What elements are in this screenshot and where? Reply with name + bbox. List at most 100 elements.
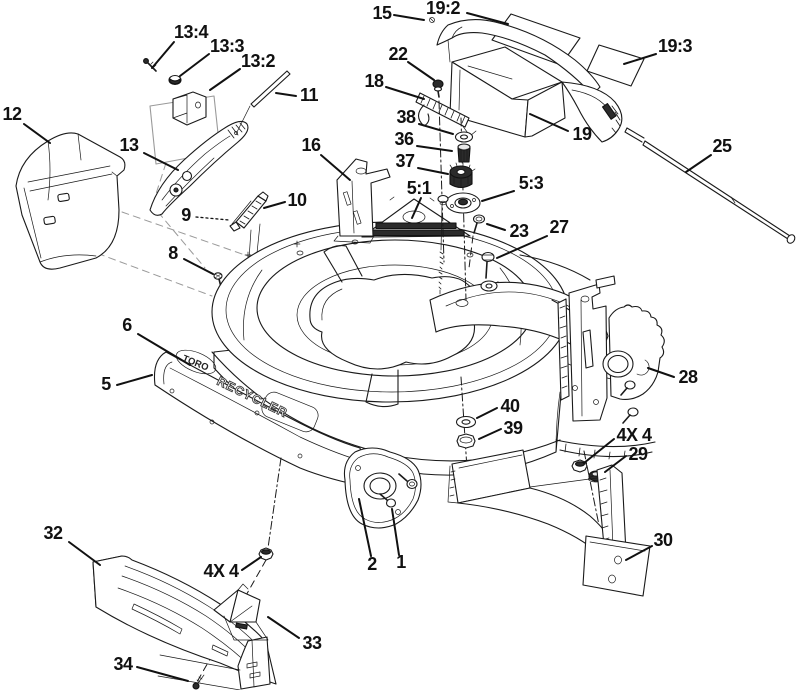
callout-40: 40 xyxy=(500,396,520,416)
leader-line-33 xyxy=(267,616,300,639)
callout-37: 37 xyxy=(395,151,415,171)
callout-33: 33 xyxy=(302,633,322,653)
leader-line-13-2 xyxy=(209,68,241,91)
leader-line-11 xyxy=(275,92,297,97)
part-plate-2 xyxy=(343,447,422,529)
callout-8: 8 xyxy=(168,243,178,263)
callout-13-4: 13:4 xyxy=(174,22,209,42)
part-wear-strip-32 xyxy=(92,555,277,690)
callout-18: 18 xyxy=(364,71,384,91)
bolt-1b xyxy=(379,493,397,508)
callout-39: 39 xyxy=(503,418,523,438)
leader-line-6 xyxy=(137,333,191,366)
callout-13-3: 13:3 xyxy=(210,36,245,56)
leader-line-19 xyxy=(529,113,569,132)
decal-19-3 xyxy=(586,44,645,87)
callout-4x4-right: 4X 4 xyxy=(616,425,652,445)
bolt-28a xyxy=(620,380,636,396)
part-baffle-9-10 xyxy=(213,191,269,288)
leader-line-16 xyxy=(320,154,351,181)
nut-4x4-left-group xyxy=(196,457,282,683)
callout-22: 22 xyxy=(388,44,408,64)
callout-28: 28 xyxy=(678,367,698,387)
leader-line-37 xyxy=(417,167,449,175)
leader-line-5-1 xyxy=(411,197,422,219)
part-side-cover-12 xyxy=(15,132,126,270)
leader-line-9 xyxy=(195,216,230,221)
part-bracket-16 xyxy=(333,158,391,244)
leader-line-39 xyxy=(478,428,502,440)
bolt-long xyxy=(437,194,449,295)
leader-line-40 xyxy=(476,407,498,419)
leader-line-4x4-left xyxy=(241,556,262,571)
leader-line-1 xyxy=(391,508,400,556)
leader-line-30 xyxy=(625,545,653,561)
leader-line-27 xyxy=(496,235,548,259)
callout-5: 5 xyxy=(101,374,111,394)
part-deflector-33 xyxy=(192,583,269,690)
coupler-36 xyxy=(457,143,471,163)
callout-19-3: 19:3 xyxy=(658,36,693,56)
leader-line-19-3 xyxy=(623,53,657,65)
leader-line-32 xyxy=(68,541,101,566)
callout-4x4-left: 4X 4 xyxy=(203,561,239,581)
nut-39 xyxy=(456,433,476,449)
callout-15: 15 xyxy=(372,3,392,23)
bolt-23 xyxy=(468,214,486,269)
gear-37 xyxy=(449,162,476,189)
callout-16: 16 xyxy=(301,135,321,155)
leader-line-22 xyxy=(407,61,435,81)
callout-25: 25 xyxy=(712,136,732,156)
callout-29: 29 xyxy=(628,444,648,464)
callout-5-3: 5:3 xyxy=(519,173,544,193)
callout-12: 12 xyxy=(2,104,22,124)
leader-line-19-2 xyxy=(466,12,509,25)
leader-line-12 xyxy=(23,123,51,144)
part-rod-25 xyxy=(624,127,796,244)
leader-line-13 xyxy=(143,152,179,171)
callout-19-2: 19:2 xyxy=(426,0,461,18)
screw-13-4 xyxy=(143,58,149,64)
callout-5-1: 5:1 xyxy=(407,178,432,198)
leader-line-34 xyxy=(136,666,189,682)
washer-40-nut-39 xyxy=(455,376,477,485)
callout-10: 10 xyxy=(287,190,307,210)
callout-13: 13 xyxy=(119,135,139,155)
callout-6: 6 xyxy=(122,315,132,335)
bolt-27 xyxy=(455,251,498,307)
bolt-1a xyxy=(398,473,418,490)
part-rod-11 xyxy=(250,70,291,108)
leader-line-13-3 xyxy=(179,53,210,77)
leader-line-18 xyxy=(385,86,425,100)
callout-1: 1 xyxy=(396,552,406,572)
hardware-stack xyxy=(437,117,498,307)
screw-15 xyxy=(429,17,435,23)
leader-line-5 xyxy=(116,374,153,386)
callout-2: 2 xyxy=(367,554,377,574)
screw-34 xyxy=(192,674,205,690)
rod-9 xyxy=(231,200,252,225)
toro-oval-badge xyxy=(175,349,217,375)
part-lever-13-assembly xyxy=(143,58,251,216)
callout-13-2: 13:2 xyxy=(241,51,276,71)
callout-34: 34 xyxy=(113,654,133,674)
grommet-27 xyxy=(480,280,498,292)
callout-19: 19 xyxy=(572,124,592,144)
leader-line-4x4-right xyxy=(583,438,615,464)
leader-line-15 xyxy=(393,14,425,21)
washer-38 xyxy=(454,131,474,143)
part-adjuster-28 xyxy=(557,275,665,424)
callout-27: 27 xyxy=(549,217,569,237)
leader-line-5-3 xyxy=(481,190,515,202)
callout-32: 32 xyxy=(43,523,63,543)
leader-line-36 xyxy=(416,145,453,152)
bolt-22 xyxy=(432,79,445,263)
bolt-28b xyxy=(622,407,639,424)
part-top-cover-19-assembly xyxy=(429,13,796,244)
callout-11: 11 xyxy=(300,85,319,105)
leader-line-13-4 xyxy=(151,41,175,69)
leader-line-28 xyxy=(647,367,675,378)
